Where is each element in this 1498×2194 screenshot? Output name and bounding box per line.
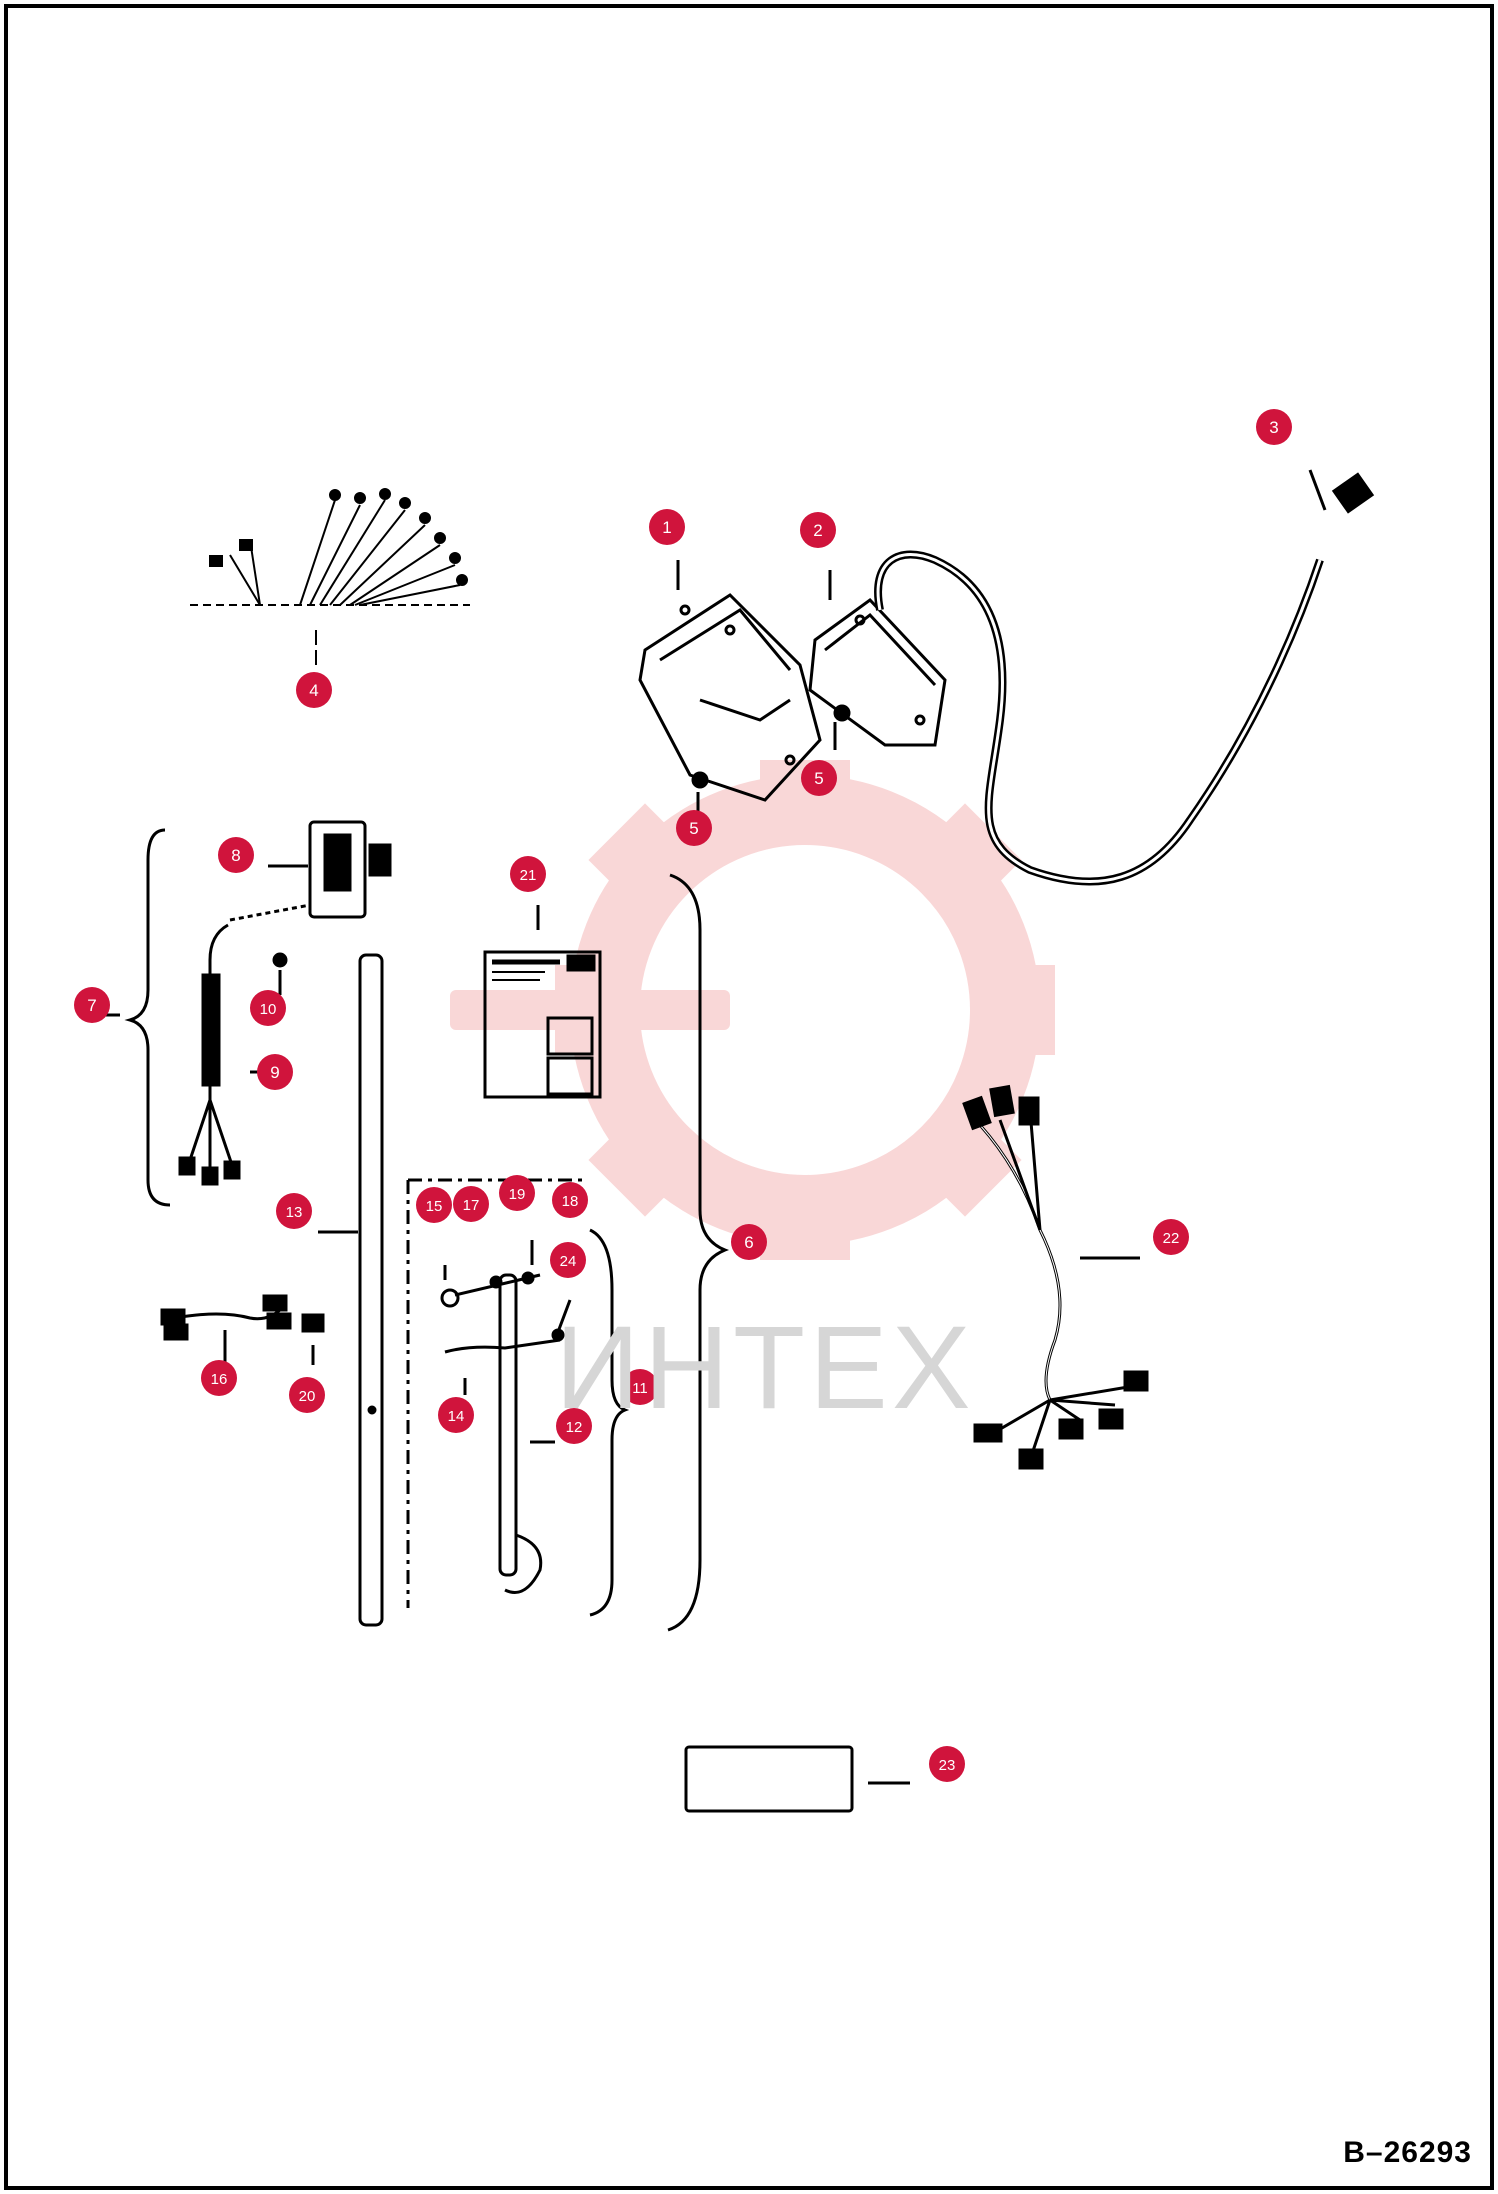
callout-circle [453,1186,489,1222]
callout-24: 24 [550,1242,586,1278]
callout-8: 8 [218,837,254,873]
box-part-23 [684,1745,910,1813]
callout-circle [296,672,332,708]
callout-label: 8 [231,846,240,865]
callout-19: 19 [499,1175,535,1211]
callout-4: 4 [296,672,332,708]
callout-18: 18 [552,1182,588,1218]
callout-circle [250,990,286,1026]
callout-label: 7 [87,996,96,1015]
callout-circle [800,512,836,548]
callout-circle [556,1408,592,1444]
callout-circle [552,1182,588,1218]
callout-circle [649,509,685,545]
callout-label: 19 [509,1186,526,1203]
callout-label: 1 [662,518,671,537]
callout-15: 15 [416,1187,452,1223]
callout-10: 10 [250,990,286,1026]
bracket-part-1 [638,560,822,802]
callout-circle [622,1369,658,1405]
callout-7: 7 [74,987,110,1023]
callout-circle [499,1175,535,1211]
callout-label: 4 [309,681,318,700]
callout-circle [201,1360,237,1396]
callout-circle [550,1242,586,1278]
watermark-text: ИНТЕХ [555,1302,975,1434]
module-part-2 [808,550,1324,886]
callout-label: 13 [286,1204,303,1221]
watermark-gear [450,760,1055,1260]
callout-14: 14 [438,1397,474,1433]
callout-label: 10 [260,1001,277,1018]
harness-part-22 [962,1084,1149,1470]
callout-label: 24 [560,1253,577,1270]
callout-label: 15 [426,1198,443,1215]
drawing-number: B–26293 [1343,2136,1472,2169]
coil-cord-part-9 [178,923,268,1186]
callout-label: 18 [562,1193,579,1210]
harness-part-16 [160,1294,292,1365]
callout-label: 23 [939,1757,956,1774]
callout-label: 22 [1163,1230,1180,1247]
clip-part-20 [301,1313,325,1365]
callout-circle [218,837,254,873]
callout-11: 11 [622,1369,658,1405]
callout-13: 13 [276,1193,312,1229]
callout-label: 12 [566,1419,583,1436]
callout-5b: 5 [676,810,712,846]
callout-label: 2 [813,521,822,540]
callout-label: 11 [632,1380,648,1397]
callout-21: 21 [510,856,546,892]
page-border [4,4,1494,2190]
callout-22: 22 [1153,1219,1189,1255]
wire-kit-part-4 [190,488,470,665]
callout-circle [731,1224,767,1260]
callout-circle [1153,1219,1189,1255]
callout-label: 5 [814,769,823,788]
callout-17: 17 [453,1186,489,1222]
callout-12: 12 [556,1408,592,1444]
tube-part-13 [318,953,384,1627]
kit-group-6 [667,873,730,1632]
controller-part-8 [229,820,392,922]
callout-label: 5 [689,819,698,838]
callout-label: 20 [299,1388,316,1405]
callout-circle [74,987,110,1023]
callout-label: 9 [270,1063,279,1082]
callout-circle [257,1054,293,1090]
kit-group-11 [406,1178,630,1617]
callout-label: 6 [744,1233,753,1252]
callout-label: 14 [448,1408,465,1425]
callout-1: 1 [649,509,685,545]
callout-label: 3 [1269,418,1278,437]
callout-circle [438,1397,474,1433]
callout-16: 16 [201,1360,237,1396]
callout-circle [276,1193,312,1229]
callout-2: 2 [800,512,836,548]
callout-circle [801,760,837,796]
callout-circle [510,856,546,892]
callout-label: 17 [463,1197,480,1214]
callout-label: 21 [520,867,537,884]
callout-5a: 5 [801,760,837,796]
grommet-part-10 [272,952,288,995]
callout-circle [929,1746,965,1782]
callout-20: 20 [289,1377,325,1413]
callout-3: 3 [1256,409,1292,445]
connector-part-3 [1308,469,1375,514]
callout-circle [416,1187,452,1223]
decal-sheet-part-21 [483,905,602,1099]
callout-6: 6 [731,1224,767,1260]
callout-circle [289,1377,325,1413]
callout-23: 23 [929,1746,965,1782]
kit-group-7 [105,828,171,1207]
callout-label: 16 [211,1371,228,1388]
callout-9: 9 [257,1054,293,1090]
callout-circle [676,810,712,846]
callout-circle [1256,409,1292,445]
